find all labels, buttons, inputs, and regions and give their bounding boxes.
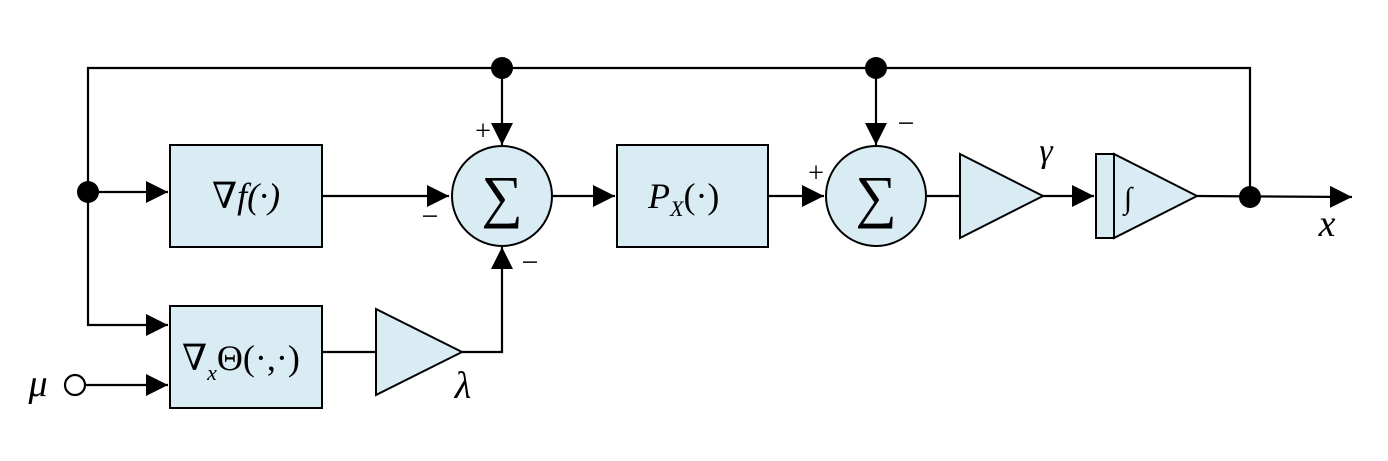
signal-lines bbox=[86, 66, 1353, 396]
integrator-symbol: ∫ bbox=[1122, 182, 1134, 217]
input-mu-label: μ bbox=[27, 363, 47, 405]
wire-lambda-to-sum1 bbox=[462, 247, 513, 354]
junction-dot bbox=[865, 57, 887, 79]
block-grad-theta: ∇xΘ(·,·) bbox=[169, 305, 323, 409]
sum1-sign-bottom: − bbox=[522, 246, 539, 279]
lambda-label: λ bbox=[454, 365, 471, 407]
summer-1: ∑ bbox=[451, 145, 553, 247]
svg-text:PX(·): PX(·) bbox=[647, 176, 719, 221]
junctions bbox=[77, 57, 1261, 208]
grad-theta-rest: Θ(·,·) bbox=[217, 338, 300, 378]
junction-dot bbox=[77, 181, 99, 203]
gamma-label: γ bbox=[1039, 133, 1054, 170]
sum1-sign-left: − bbox=[422, 200, 439, 233]
block-projection: PX(·) bbox=[616, 144, 769, 248]
output-x-label: x bbox=[1318, 203, 1336, 245]
gain-gamma: γ bbox=[959, 133, 1054, 240]
sum2-sign-left: + bbox=[808, 158, 824, 189]
gain-lambda: λ bbox=[375, 307, 471, 407]
proj-main: P bbox=[647, 176, 670, 216]
junction-dot bbox=[1239, 186, 1261, 208]
sum1-sign-top: + bbox=[475, 116, 491, 147]
proj-subscript: X bbox=[669, 196, 685, 221]
summer-2: ∑ bbox=[825, 145, 927, 247]
junction-dot bbox=[491, 57, 513, 79]
svg-text:∇xΘ(·,·): ∇xΘ(·,·) bbox=[182, 338, 300, 385]
block-grad-f: ∇f(·) bbox=[169, 144, 323, 248]
grad-f-label: ∇f(·) bbox=[212, 176, 280, 216]
grad-theta-subscript: x bbox=[206, 360, 217, 385]
wire-output bbox=[1196, 185, 1353, 208]
integrator: ∫ bbox=[1095, 152, 1200, 240]
sum2-sign-top: − bbox=[898, 107, 915, 140]
input-terminal bbox=[63, 373, 87, 397]
grad-theta-nabla: ∇ bbox=[182, 338, 207, 378]
sum1-symbol: ∑ bbox=[481, 164, 522, 229]
sum2-symbol: ∑ bbox=[855, 164, 896, 229]
feedback-bus bbox=[86, 66, 1252, 336]
proj-rest: (·) bbox=[683, 176, 719, 216]
